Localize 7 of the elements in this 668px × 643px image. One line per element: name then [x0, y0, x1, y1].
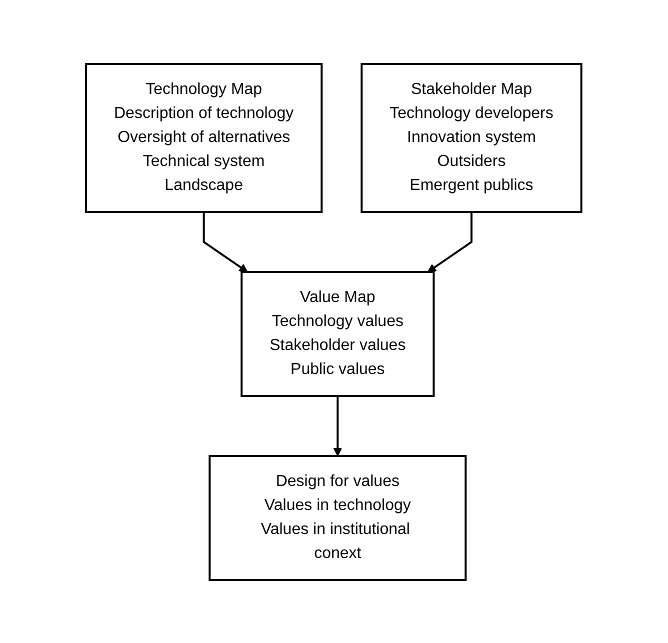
node-box: Design for values Values in technology Values in institutional conext — [209, 454, 467, 580]
arrow — [203, 212, 248, 272]
node-box: Value Map Technology values Stakeholder values Public values — [240, 270, 436, 396]
node-box: Technology Map Description of technology Oversight of alternatives Technical system Landscape — [85, 62, 323, 212]
node-box: Stakeholder Map Technology developers Innovation system Outsiders Emergent publics — [360, 62, 583, 212]
arrow — [428, 212, 473, 272]
arrow — [334, 396, 342, 456]
